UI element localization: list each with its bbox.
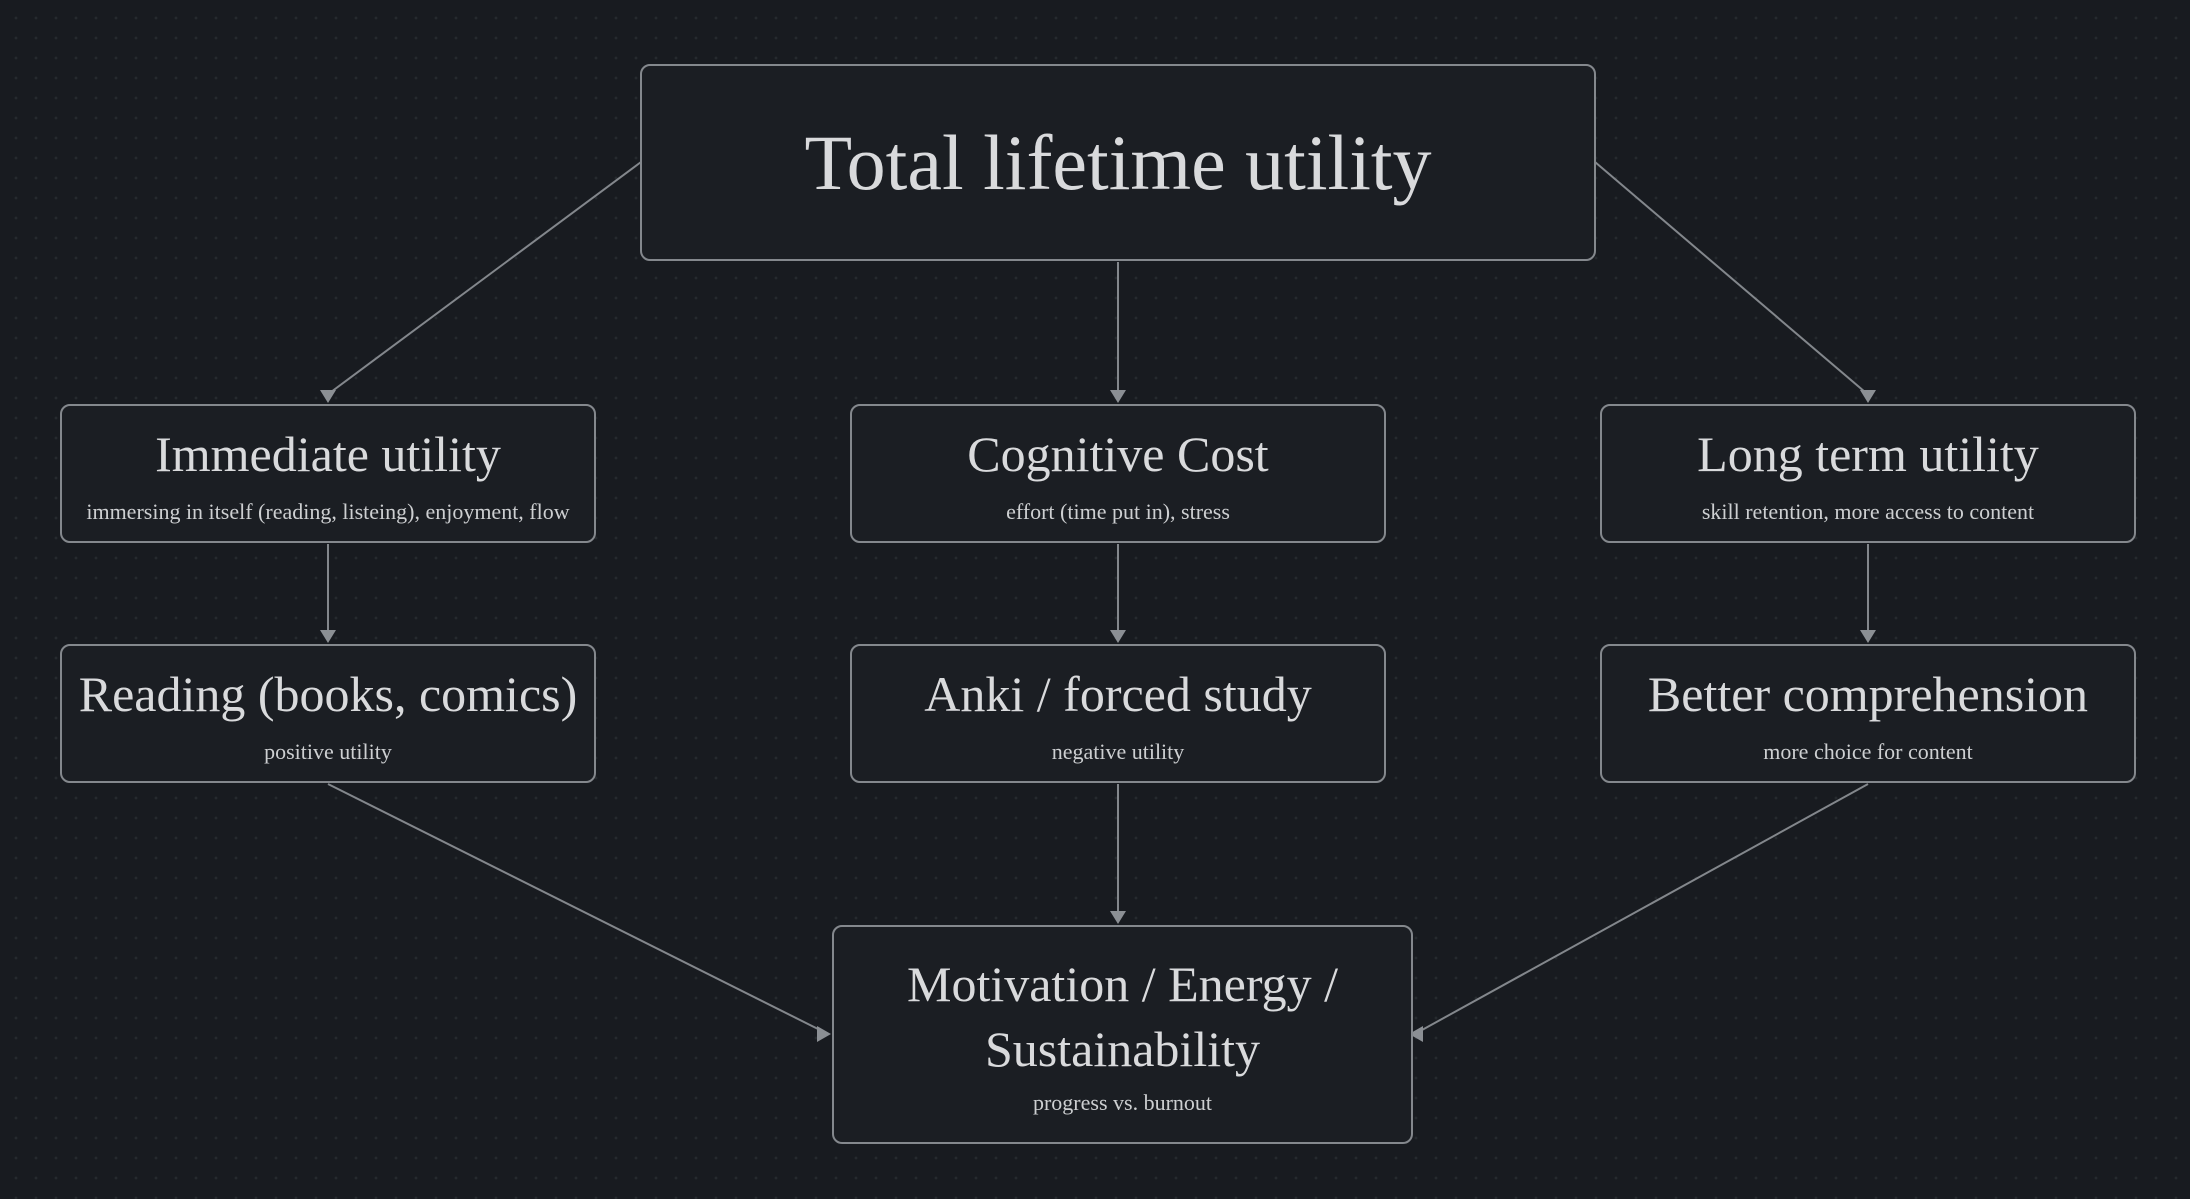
node-title: Total lifetime utility — [804, 118, 1432, 206]
arrowhead-longterm-icon — [1860, 390, 1876, 403]
edge-total-immediate — [330, 161, 642, 393]
node-anki-forced-study[interactable]: Anki / forced study negative utility — [850, 644, 1386, 783]
node-subtitle: skill retention, more access to content — [1701, 498, 2035, 524]
node-total-lifetime-utility[interactable]: Total lifetime utility — [640, 64, 1596, 261]
arrowhead-cognitive-icon — [1110, 390, 1126, 403]
arrowhead-motivation-right-icon — [1409, 1026, 1423, 1042]
node-title: Motivation / Energy / Sustainability — [907, 956, 1338, 1078]
node-subtitle: negative utility — [1051, 738, 1185, 764]
node-subtitle: more choice for content — [1763, 738, 1973, 764]
node-title: Immediate utility — [155, 425, 501, 482]
node-title: Reading (books, comics) — [78, 665, 578, 722]
node-subtitle: immersing in itself (reading, listeing),… — [86, 498, 570, 524]
node-better-comprehension[interactable]: Better comprehension more choice for con… — [1600, 644, 2136, 783]
arrowhead-reading-icon — [320, 630, 336, 643]
edge-better-motivation — [1421, 783, 1869, 1031]
node-subtitle: progress vs. burnout — [1032, 1090, 1213, 1116]
node-title: Better comprehension — [1647, 665, 2089, 722]
arrowhead-better-icon — [1860, 630, 1876, 643]
node-motivation-energy-sustainability[interactable]: Motivation / Energy / Sustainability pro… — [832, 925, 1413, 1144]
node-subtitle: positive utility — [264, 738, 392, 764]
node-cognitive-cost[interactable]: Cognitive Cost effort (time put in), str… — [850, 404, 1386, 543]
node-long-term-utility[interactable]: Long term utility skill retention, more … — [1600, 404, 2136, 543]
edge-reading-motivation — [327, 783, 821, 1031]
node-title: Cognitive Cost — [967, 425, 1269, 482]
node-title: Long term utility — [1697, 425, 2039, 482]
arrowhead-immediate-icon — [320, 390, 336, 403]
node-subtitle: effort (time put in), stress — [1006, 498, 1230, 524]
arrowhead-motivation-top-icon — [1110, 911, 1126, 924]
arrowhead-motivation-left-icon — [817, 1026, 831, 1042]
arrowhead-anki-icon — [1110, 630, 1126, 643]
edge-total-longterm — [1594, 161, 1866, 393]
node-reading-books-comics[interactable]: Reading (books, comics) positive utility — [60, 644, 596, 783]
node-immediate-utility[interactable]: Immediate utility immersing in itself (r… — [60, 404, 596, 543]
node-title: Anki / forced study — [924, 665, 1312, 722]
